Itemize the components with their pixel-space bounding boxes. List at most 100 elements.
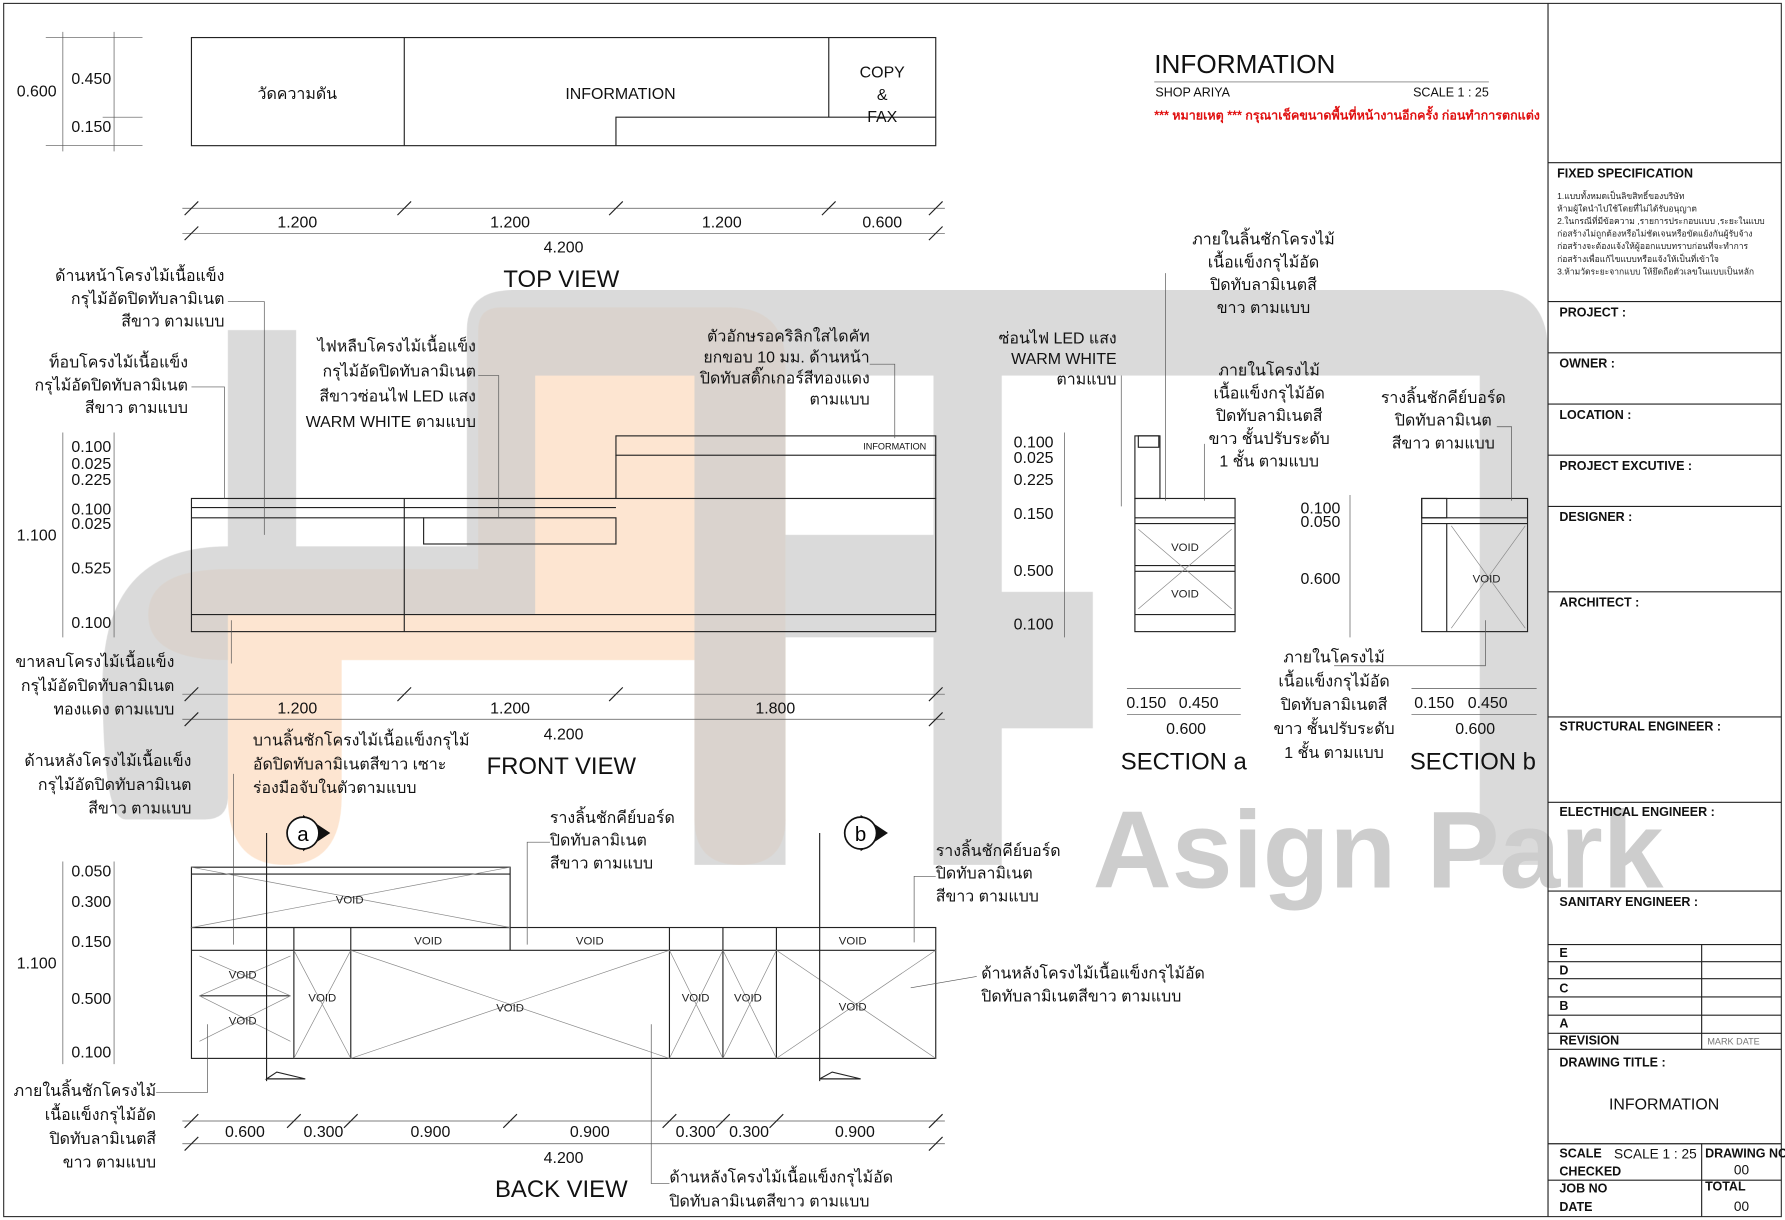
dim: 0.150 [1414, 695, 1454, 712]
void-label: VOID [576, 936, 604, 948]
dim: 0.300 [71, 894, 111, 911]
dim: 1.800 [755, 701, 795, 718]
dim: 0.225 [1014, 472, 1054, 489]
dim: 1.200 [277, 215, 317, 232]
field-label: LOCATION : [1559, 408, 1631, 422]
dim-total: 4.200 [544, 1150, 584, 1167]
void-label: VOID [336, 895, 364, 907]
dim: 0.100 [71, 501, 111, 518]
back-view: VOID VOID VOID VOID VOID VOID VOID VOID … [17, 814, 945, 1203]
header-scale: SCALE 1 : 25 [1413, 86, 1489, 100]
annotation-text: ปิดทับสติ๊กเกอร์สีทองแดง [699, 367, 869, 388]
dim: 1.100 [17, 528, 57, 545]
section-marker-label: a [297, 823, 309, 846]
dim: 0.050 [1300, 514, 1340, 531]
leader-lines [156, 273, 1512, 1184]
annotation-text: ด้านหลังโครงไม้เนื้อแข็ง [24, 749, 191, 770]
annotation-text: ปิดทับลามิเนตสีขาว ตามแบบ [669, 1192, 870, 1210]
void-label: VOID [229, 970, 257, 982]
dim-total: 4.200 [544, 727, 584, 744]
dim-total: 4.200 [544, 240, 584, 257]
spec-line: 1.แบบทั้งหมดเป็นลิขสิทธิ์ของบริษัท [1557, 190, 1685, 201]
drawing-title: INFORMATION [1609, 1097, 1719, 1114]
dim: 0.525 [71, 561, 111, 578]
annotation-text: ภายในลิ้นชักโครงไม้ [1192, 228, 1335, 249]
annotation-text: สีขาว ตามแบบ [85, 399, 188, 417]
dim: 0.600 [1166, 721, 1206, 738]
void-label: VOID [839, 1002, 867, 1014]
dim: 0.300 [304, 1124, 344, 1141]
annotation-text: สีขาว ตามแบบ [121, 313, 224, 331]
dim: 0.600 [862, 215, 902, 232]
spec-title: FIXED SPECIFICATION [1557, 167, 1693, 181]
dim: 0.900 [411, 1124, 451, 1141]
annotation-text: รางลิ้นชักคีย์บอร์ด [1381, 386, 1506, 407]
dim: 0.100 [71, 439, 111, 456]
annotation-text: WARM WHITE ตามแบบ [306, 414, 476, 431]
view-title: BACK VIEW [495, 1176, 628, 1203]
revision-row: A [1559, 1017, 1568, 1031]
checked-label: CHECKED [1559, 1165, 1621, 1179]
header-title: INFORMATION [1154, 49, 1335, 79]
annotation-text: กรุไม้อัดปิดทับลามิเนต [35, 375, 189, 395]
annotation-text: กรุไม้อัดปิดทับลามิเนต [322, 362, 476, 382]
dim: 0.900 [570, 1124, 610, 1141]
top-panel-3: COPY [860, 64, 906, 81]
annotation-text: บานลิ้นชักโครงไม้เนื้อแข็งกรุไม้ [253, 728, 470, 750]
annotation-text: ภายในโครงไม้ [1218, 361, 1319, 380]
spec-line: 2.ในกรณีที่มีข้อความ ,รายการประกอบแบบ ,ร… [1557, 215, 1765, 226]
annotation-text: อัดปิดทับลามิเนตสีขาว เซาะ [253, 755, 446, 773]
annotation-text: สีขาว ตามแบบ [550, 854, 653, 872]
dim: 0.900 [835, 1124, 875, 1141]
annotation-text: ไฟหลืบโครงไม้เนื้อแข็ง [315, 335, 475, 356]
header-note: *** หมายเหตุ *** กรุณาเช็คขนาดพื้นที่หน้… [1154, 105, 1540, 123]
revision-row: B [1559, 999, 1568, 1013]
annotations: ด้านหน้าโครงไม้เนื้อแข็งกรุไม้อัดปิดทับล… [14, 228, 1506, 1211]
annotation-text: เนื้อแข็งกรุไม้อัด [45, 1103, 156, 1125]
section-marker-label: b [855, 823, 866, 846]
annotation-text: ปิดทับลามิเนตสี [1215, 407, 1322, 425]
annotation-text: สีขาว ตามแบบ [936, 887, 1039, 905]
dim: 0.150 [1014, 506, 1054, 523]
dim: 0.100 [71, 615, 111, 632]
annotation-text: ด้านหน้าโครงไม้เนื้อแข็ง [55, 264, 224, 285]
scale-value: SCALE 1 : 25 [1614, 1147, 1697, 1162]
dim: 0.600 [1300, 571, 1340, 588]
annotation-text: ปิดทับลามิเนต [935, 866, 1032, 883]
top-panel-3b: & [877, 87, 888, 104]
dim: 0.300 [729, 1124, 769, 1141]
section-marker-a[interactable]: a [264, 814, 331, 1082]
drawing-no: 00 [1734, 1162, 1750, 1177]
section-marker-b[interactable]: b [819, 814, 888, 1082]
annotation-text: ด้านหลังโครงไม้เนื้อแข็งกรุไม้อัด [981, 962, 1205, 984]
annotation-text: ตามแบบ [1056, 372, 1116, 389]
spec-line: ก่อสร้างจะต้องแจ้งให้ผู้ออกแบบทราบก่อนที… [1557, 240, 1748, 252]
dim: 0.225 [71, 472, 111, 489]
dim: 1.200 [702, 215, 742, 232]
dim: 0.100 [1300, 500, 1340, 517]
dim: 0.450 [71, 71, 111, 88]
total-value: 00 [1734, 1199, 1750, 1214]
watermark-gray-shape [102, 290, 1549, 865]
dim: 0.025 [71, 516, 111, 533]
mark-date-label: MARK DATE [1707, 1037, 1759, 1047]
annotation-text: ด้านหลังโครงไม้เนื้อแข็งกรุไม้อัด [669, 1165, 893, 1187]
spec-line: ก่อสร้างเพื่อแก้ไขแบบหรือแจ้งให้เป็นที่เ… [1557, 253, 1719, 264]
annotation-text: สีขาว ตามแบบ [1392, 434, 1495, 452]
annotation-text: ปิดทับลามิเนตสี [1280, 696, 1387, 714]
void-label: VOID [308, 992, 336, 1004]
top-panel-2: INFORMATION [565, 86, 675, 103]
field-label: STRUCTURAL ENGINEER : [1559, 720, 1721, 734]
annotation-text: เนื้อแข็งกรุไม้อัด [1278, 669, 1389, 691]
void-label: VOID [839, 936, 867, 948]
front-view: INFORMATION 1.200 1.200 1.800 4.200 FRON… [17, 432, 945, 780]
void-label: VOID [682, 992, 710, 1004]
void-label: VOID [1171, 588, 1199, 600]
annotation-text: เนื้อแข็งกรุไม้อัด [1208, 250, 1319, 272]
top-view: วัดความดัน INFORMATION COPY & FAX 1.200 … [17, 31, 945, 293]
title-block: FIXED SPECIFICATION 1.แบบทั้งหมดเป็นลิขส… [1547, 3, 1785, 1217]
section-a: VOID VOID 0.150 0.450 0.600 SECTION a 0.… [1014, 432, 1248, 775]
annotation-text: สีขาว ตามแบบ [88, 800, 191, 818]
dim: 0.300 [676, 1124, 716, 1141]
